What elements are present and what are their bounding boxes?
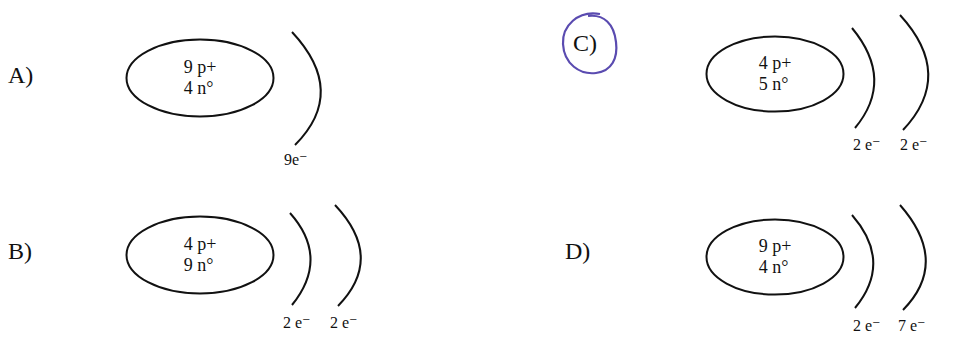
answer-circle: [563, 13, 616, 73]
electron-shell: [852, 28, 874, 128]
electron-count: 7 e⁻: [898, 316, 926, 335]
neutron-count: 4 n°: [759, 257, 789, 278]
atom-nucleus: 9 p+4 n°: [705, 218, 845, 296]
atom-nucleus: 9 p+4 n°: [125, 38, 275, 118]
electron-shell: [290, 213, 311, 305]
electron-count: 2 e⁻: [853, 135, 881, 154]
neutron-count: 4 n°: [184, 78, 214, 99]
proton-count: 9 p+: [184, 57, 217, 78]
electron-shell: [900, 15, 928, 130]
option-letter: D): [565, 238, 590, 265]
electron-count: 2 e⁻: [900, 135, 928, 154]
proton-count: 4 p+: [184, 234, 217, 255]
option-letter: C): [573, 30, 597, 57]
proton-count: 9 p+: [759, 236, 792, 257]
electron-shell: [292, 32, 321, 145]
neutron-count: 9 n°: [184, 255, 214, 276]
electron-count: 9e⁻: [284, 150, 308, 169]
atom-nucleus: 4 p+9 n°: [125, 215, 275, 295]
option-letter: A): [8, 62, 33, 89]
electron-shell: [335, 205, 361, 306]
electron-shell: [852, 215, 873, 308]
neutron-count: 5 n°: [759, 74, 789, 95]
electron-count: 2 e⁻: [330, 313, 358, 332]
proton-count: 4 p+: [759, 53, 792, 74]
electron-count: 2 e⁻: [283, 313, 311, 332]
electron-count: 2 e⁻: [853, 316, 881, 335]
atom-nucleus: 4 p+5 n°: [705, 35, 845, 113]
electron-shell: [900, 205, 926, 310]
option-letter: B): [8, 238, 32, 265]
